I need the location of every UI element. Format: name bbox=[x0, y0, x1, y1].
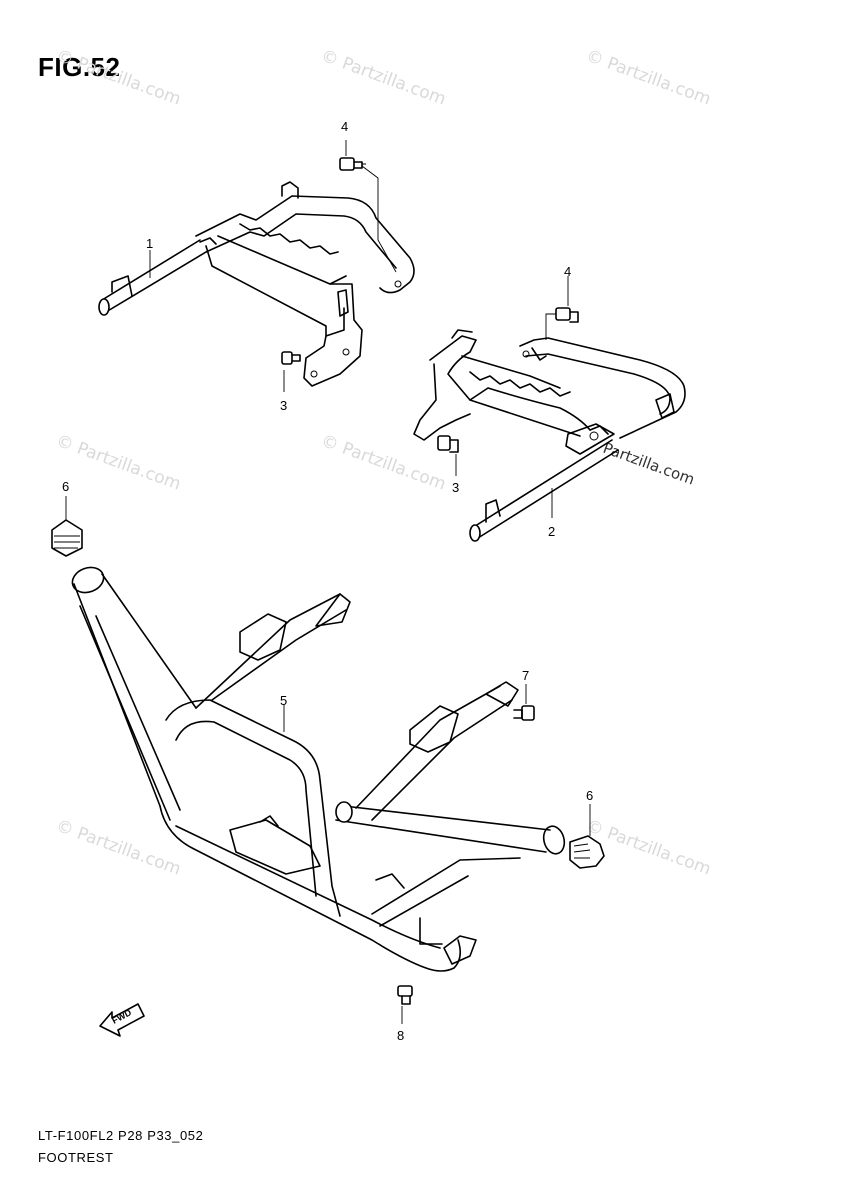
part-2-footrest-right bbox=[413, 329, 686, 542]
leader-lines bbox=[65, 140, 591, 1024]
watermark: © Partzilla.com bbox=[583, 816, 713, 880]
bolt-3-upper bbox=[281, 351, 301, 365]
callout-6: 6 bbox=[62, 479, 69, 494]
bolt-3-right bbox=[437, 435, 459, 453]
callout-7: 7 bbox=[522, 668, 529, 683]
bolt-4-right bbox=[555, 307, 579, 323]
part-6-cap-left bbox=[51, 519, 83, 557]
callout-4: 4 bbox=[564, 264, 571, 279]
forward-arrow-icon: FWD bbox=[99, 1003, 145, 1037]
callout-1: 1 bbox=[146, 236, 153, 251]
figure-title: FIG.52 bbox=[38, 52, 121, 82]
bolt-8 bbox=[397, 985, 413, 1005]
watermark: © Partzilla.com bbox=[583, 46, 713, 110]
callout-6: 6 bbox=[586, 788, 593, 803]
part-5-guard-frame bbox=[71, 566, 566, 972]
watermark: © Partzilla.com bbox=[53, 46, 183, 110]
callout-labels: 1 2 3 3 4 4 5 6 6 7 8 bbox=[62, 119, 593, 1043]
diagram-code: LT-F100FL2 P28 P33_052 bbox=[38, 1128, 204, 1143]
callout-3: 3 bbox=[452, 480, 459, 495]
bolt-4-upper bbox=[339, 157, 366, 171]
watermark: © Partzilla.com bbox=[318, 46, 448, 110]
watermark-layer: © Partzilla.com © Partzilla.com © Partzi… bbox=[53, 46, 713, 880]
watermark: © Partzilla.com bbox=[53, 431, 183, 495]
callout-3: 3 bbox=[280, 398, 287, 413]
callout-5: 5 bbox=[280, 693, 287, 708]
callout-2: 2 bbox=[548, 524, 555, 539]
callout-8: 8 bbox=[397, 1028, 404, 1043]
watermark-prominent: Partzilla.com bbox=[601, 439, 697, 489]
part-6-cap-right bbox=[569, 835, 605, 869]
callout-4: 4 bbox=[341, 119, 348, 134]
watermark: © Partzilla.com bbox=[53, 816, 183, 880]
watermark: © Partzilla.com bbox=[318, 431, 448, 495]
bolt-7 bbox=[513, 705, 535, 721]
part-1-footrest-left bbox=[98, 181, 415, 387]
diagram-name: FOOTREST bbox=[38, 1150, 114, 1165]
